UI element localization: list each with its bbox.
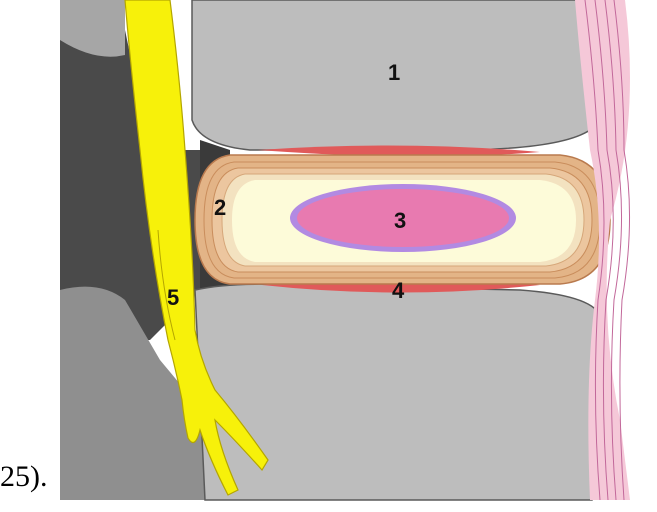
label-4: 4 (392, 278, 405, 303)
label-2: 2 (214, 195, 226, 220)
label-3: 3 (394, 208, 406, 233)
label-1: 1 (388, 60, 400, 85)
lower-vertebral-body (195, 284, 602, 500)
caption-text: 25). (0, 462, 48, 492)
label-5: 5 (167, 285, 179, 310)
